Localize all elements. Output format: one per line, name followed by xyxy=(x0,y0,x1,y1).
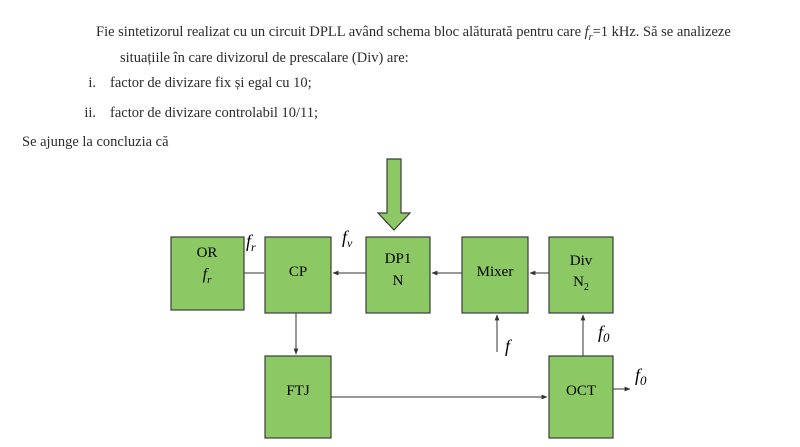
fr-symbol: fr xyxy=(584,24,593,43)
block-oct: OCT xyxy=(548,355,614,439)
block-cp: CP xyxy=(264,236,332,314)
intro-paragraph: Fie sintetizorul realizat cu un circuit … xyxy=(96,22,796,68)
signal-fr-label: fr xyxy=(246,231,256,254)
list-item-number: ii. xyxy=(84,105,96,121)
block-dp1: DP1 N xyxy=(365,236,431,314)
block-dp1-n: N xyxy=(393,273,404,289)
block-oct-label: OCT xyxy=(566,383,596,399)
block-or-label: OR xyxy=(197,245,218,261)
list-item-text: factor de divizare fix și egal cu 10; xyxy=(110,75,312,91)
block-div-n2: N2 xyxy=(573,274,589,293)
output-fo-label: f0 xyxy=(635,365,647,388)
intro-line1-start: Fie sintetizorul realizat cu un circuit … xyxy=(96,24,585,40)
block-mixer: Mixer xyxy=(461,236,529,314)
list-item-text: factor de divizare controlabil 10/11; xyxy=(110,105,319,121)
signal-fv-label: fv xyxy=(342,227,353,250)
signal-f-label: f xyxy=(505,336,513,356)
intro-line1-end: =1 kHz. Să se analizeze xyxy=(592,24,731,40)
list-item: i. factor de divizare fix și egal cu 10; xyxy=(88,73,312,93)
block-ftj-label: FTJ xyxy=(286,383,310,399)
block-ftj: FTJ xyxy=(264,355,332,439)
block-cp-label: CP xyxy=(289,264,307,280)
block-mixer-label: Mixer xyxy=(477,264,514,280)
signal-fo-label: f0 xyxy=(598,322,610,345)
block-or: OR fr xyxy=(170,236,245,311)
conclusion-text: Se ajunge la concluzia că xyxy=(22,134,169,150)
list-item-number: i. xyxy=(88,75,96,91)
control-input-arrow xyxy=(376,158,412,231)
block-div-label: Div xyxy=(570,253,593,269)
block-div: Div N2 xyxy=(548,236,614,314)
block-or-fr: fr xyxy=(203,266,212,286)
list-item: ii. factor de divizare controlabil 10/11… xyxy=(84,103,319,123)
block-dp1-label: DP1 xyxy=(385,251,412,267)
intro-line2: situațiile în care divizorul de prescala… xyxy=(120,49,409,66)
